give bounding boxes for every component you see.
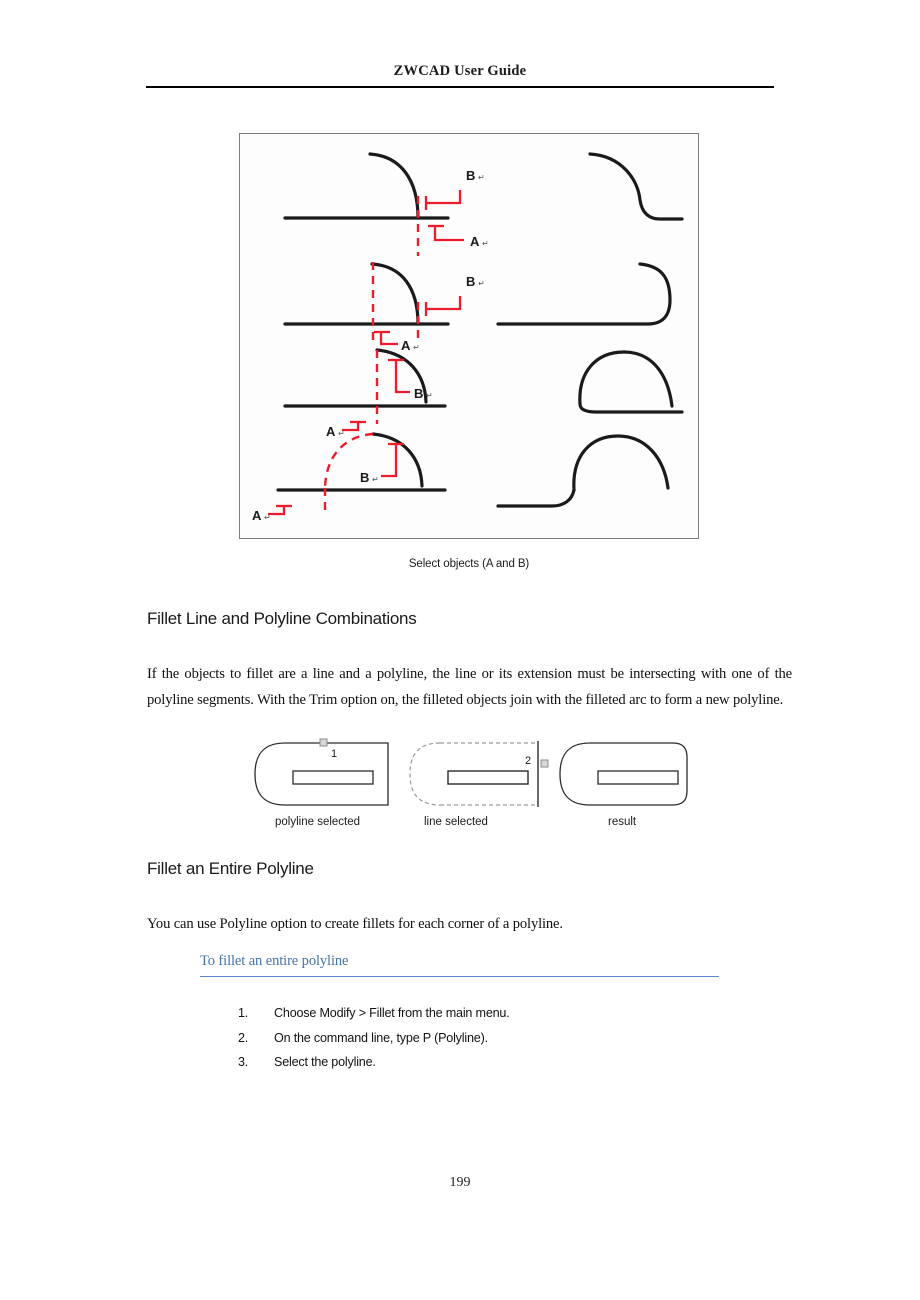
page-number: 199 — [449, 1175, 471, 1190]
label-b-row3: B — [414, 386, 423, 401]
header-title: ZWCAD User Guide — [393, 63, 527, 79]
polyline-fillet-figure: 1 polyline selected 2 line selected resu… — [253, 737, 690, 832]
step-number: 2. — [238, 1030, 249, 1045]
list-item: 1. Choose Modify > Fillet from the main … — [238, 1006, 658, 1031]
step-text: On the command line, type P (Polyline). — [274, 1030, 488, 1045]
step-text: Select the polyline. — [274, 1055, 376, 1069]
paragraph-combinations: If the objects to fillet are a line and … — [147, 666, 792, 708]
svg-text:↵: ↵ — [372, 475, 379, 484]
step-number: 3. — [238, 1055, 249, 1069]
svg-text:↵: ↵ — [264, 513, 271, 522]
list-item: 3. Select the polyline. — [238, 1055, 658, 1080]
panel-label-1: polyline selected — [275, 816, 360, 828]
list-item: 2. On the command line, type P (Polyline… — [238, 1031, 658, 1056]
svg-text:↵: ↵ — [338, 429, 345, 438]
grip-handle-1 — [319, 738, 328, 747]
section-heading-combinations: Fillet Line and Polyline Combinations — [147, 609, 417, 628]
paragraph-entire-polyline: You can use Polyline option to create fi… — [147, 916, 563, 932]
panel-label-3: result — [608, 816, 637, 828]
label-a-row4: A — [252, 508, 262, 523]
label-a-row2: A — [401, 338, 411, 353]
page-header: ZWCAD User Guide — [146, 62, 774, 80]
step-text: Choose Modify > Fillet from the main men… — [274, 1006, 510, 1020]
fillet-examples-figure: B A B A B A B A ↵ ↵ ↵ ↵ ↵ ↵ ↵ ↵ — [239, 133, 699, 539]
procedure-subheading-divider — [200, 976, 719, 977]
label-a-row3: A — [326, 424, 336, 439]
svg-text:↵: ↵ — [413, 343, 420, 352]
svg-text:↵: ↵ — [482, 239, 489, 248]
svg-text:↵: ↵ — [426, 391, 433, 400]
procedure-steps-list: 1. Choose Modify > Fillet from the main … — [238, 1006, 658, 1080]
header-divider — [146, 86, 774, 88]
marker-1: 1 — [331, 748, 337, 760]
procedure-subheading: To fillet an entire polyline — [200, 953, 349, 969]
marker-2: 2 — [525, 755, 531, 767]
label-b-row1: B — [466, 168, 475, 183]
label-b-row2: B — [466, 274, 475, 289]
section-heading-entire-polyline: Fillet an Entire Polyline — [147, 859, 314, 878]
procedure-subheading-block: To fillet an entire polyline — [200, 953, 719, 977]
grip-handle-2 — [540, 759, 549, 768]
label-b-row4: B — [360, 470, 369, 485]
panel-label-2: line selected — [424, 816, 488, 828]
label-a-row1: A — [470, 234, 480, 249]
step-number: 1. — [238, 1006, 249, 1020]
figure-caption: Select objects (A and B) — [408, 558, 530, 570]
svg-text:↵: ↵ — [478, 279, 485, 288]
svg-text:↵: ↵ — [478, 173, 485, 182]
